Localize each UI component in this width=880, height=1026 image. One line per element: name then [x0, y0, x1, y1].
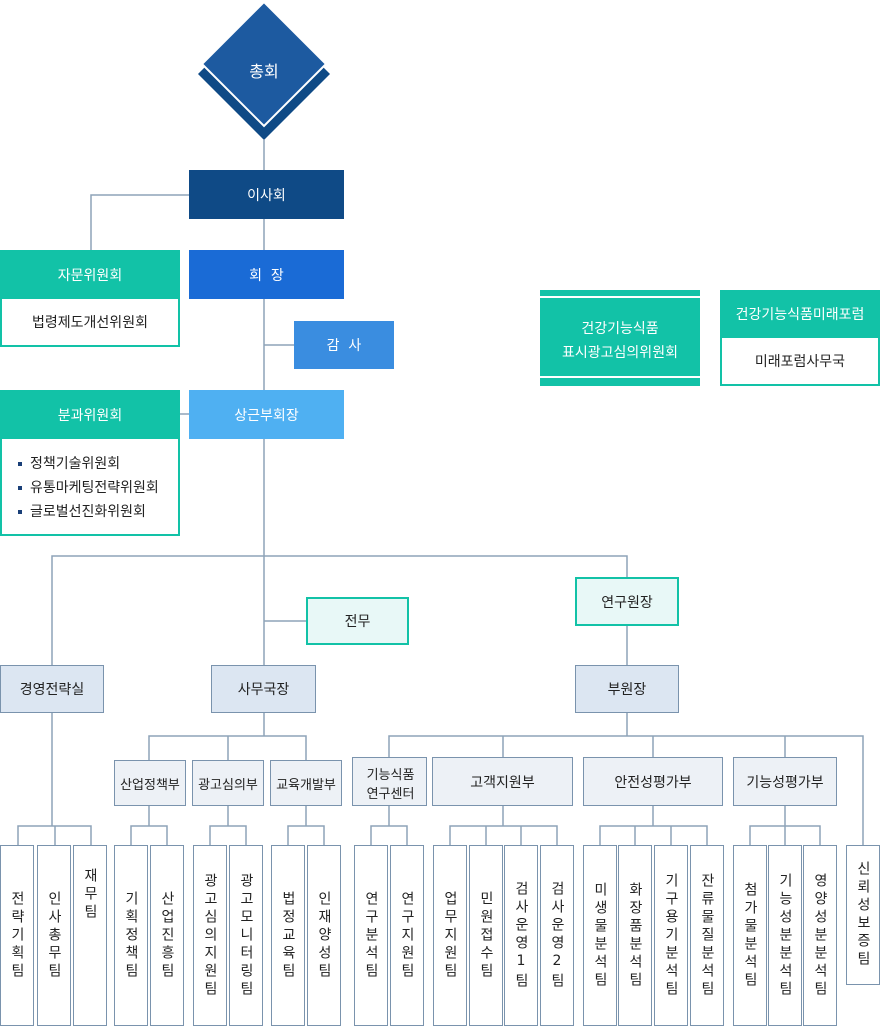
team-box: 미생물분석팀: [583, 845, 617, 1026]
team-label: 기구용기분석팀: [663, 872, 679, 999]
team-label: 연구지원팀: [399, 890, 415, 981]
research-director-box: 연구원장: [575, 577, 679, 626]
team-box: 잔류물질분석팀: [690, 845, 724, 1026]
team-box: 기능성분분석팀: [768, 845, 802, 1026]
board-box: 이사회: [189, 170, 344, 219]
team-box: 광고심의지원팀: [193, 845, 227, 1026]
advisory-committee-item: 법령제도개선위원회: [0, 299, 180, 347]
labeling-committee-line2: 표시광고심의위원회: [562, 345, 678, 361]
management-strategy-office-box: 경영전략실: [0, 665, 104, 713]
executive-director-box: 전무: [306, 597, 409, 645]
subcommittee-list-panel: 정책기술위원회 유통마케팅전략위원회 글로벌선진화위원회: [0, 439, 180, 536]
team-label: 화장품분석팀: [627, 881, 643, 990]
team-label: 검사운영1팀: [513, 880, 529, 991]
dept-ad-review: 광고심의부: [192, 760, 264, 806]
dept-customer-support: 고객지원부: [432, 757, 573, 806]
team-label: 법정교육팀: [280, 890, 296, 981]
subcommittee-item: 글로벌선진화위원회: [18, 500, 178, 524]
team-box: 검사운영2팀: [540, 845, 574, 1026]
advisory-committee-title: 자문위원회: [0, 250, 180, 299]
team-label: 신뢰성보증팀: [855, 861, 871, 969]
auditor-box: 감 사: [294, 321, 394, 369]
chairman-box: 회 장: [189, 250, 344, 299]
team-box: 검사운영1팀: [504, 845, 538, 1026]
team-box: 화장품분석팀: [618, 845, 652, 1026]
team-box: 첨가물분석팀: [733, 845, 767, 1026]
team-label: 기능성분분석팀: [777, 872, 793, 999]
team-label: 재무팀: [82, 868, 98, 922]
team-label: 잔류물질분석팀: [699, 872, 715, 999]
team-box: 연구분석팀: [354, 845, 388, 1026]
vice-chairman-box: 상근부회장: [189, 390, 344, 439]
subcommittee-item: 정책기술위원회: [18, 452, 178, 476]
team-label: 검사운영2팀: [549, 880, 565, 991]
dept-research-center-line2: 연구센터: [366, 787, 415, 802]
dept-education: 교육개발부: [270, 760, 342, 806]
team-box: 업무지원팀: [433, 845, 467, 1026]
deputy-director-box: 부원장: [575, 665, 679, 713]
team-label: 기획정책팀: [123, 890, 139, 981]
team-label: 영양성분분석팀: [812, 872, 828, 999]
team-label: 인사총무팀: [46, 890, 62, 981]
dept-research-center: 기능식품 연구센터: [352, 757, 427, 806]
general-assembly-diamond: [198, 0, 330, 140]
secretary-general-box: 사무국장: [211, 665, 316, 713]
future-forum-title: 건강기능식품미래포럼: [720, 290, 880, 338]
labeling-committee-box: 건강기능식품 표시광고심의위원회: [540, 290, 700, 386]
dept-research-center-line1: 기능식품: [366, 768, 415, 783]
team-box: 법정교육팀: [271, 845, 305, 1026]
team-box: 광고모니터링팀: [229, 845, 263, 1026]
team-box: 인재양성팀: [307, 845, 341, 1026]
future-forum-item: 미래포럼사무국: [720, 338, 880, 386]
team-box: 산업진흥팀: [150, 845, 184, 1026]
labeling-committee-line1: 건강기능식품: [581, 321, 659, 337]
team-box: 기획정책팀: [114, 845, 148, 1026]
team-label: 민원접수팀: [478, 890, 494, 981]
team-label: 산업진흥팀: [159, 890, 175, 981]
team-box: 신뢰성보증팀: [846, 845, 880, 985]
team-box: 인사총무팀: [37, 845, 71, 1026]
team-label: 업무지원팀: [442, 890, 458, 981]
team-label: 미생물분석팀: [592, 881, 608, 990]
team-box: 영양성분분석팀: [803, 845, 837, 1026]
team-box: 연구지원팀: [390, 845, 424, 1026]
team-label: 광고모니터링팀: [238, 872, 254, 999]
team-label: 첨가물분석팀: [742, 881, 758, 990]
team-label: 전략기획팀: [9, 890, 25, 981]
team-box: 전략기획팀: [0, 845, 34, 1026]
team-label: 인재양성팀: [316, 890, 332, 981]
dept-safety-evaluation: 안전성평가부: [583, 757, 723, 806]
team-box: 기구용기분석팀: [654, 845, 688, 1026]
subcommittee-item: 유통마케팅전략위원회: [18, 476, 178, 500]
team-box: 재무팀: [73, 845, 107, 1026]
team-label: 연구분석팀: [363, 890, 379, 981]
general-assembly-label: 총회: [249, 62, 279, 81]
dept-industry-policy: 산업정책부: [114, 760, 186, 806]
labeling-committee-top-rule: [540, 296, 700, 298]
labeling-committee-bottom-rule: [540, 376, 700, 378]
team-box: 민원접수팀: [469, 845, 503, 1026]
team-label: 광고심의지원팀: [202, 872, 218, 999]
dept-functionality-evaluation: 기능성평가부: [733, 757, 837, 806]
subcommittee-title: 분과위원회: [0, 390, 180, 439]
